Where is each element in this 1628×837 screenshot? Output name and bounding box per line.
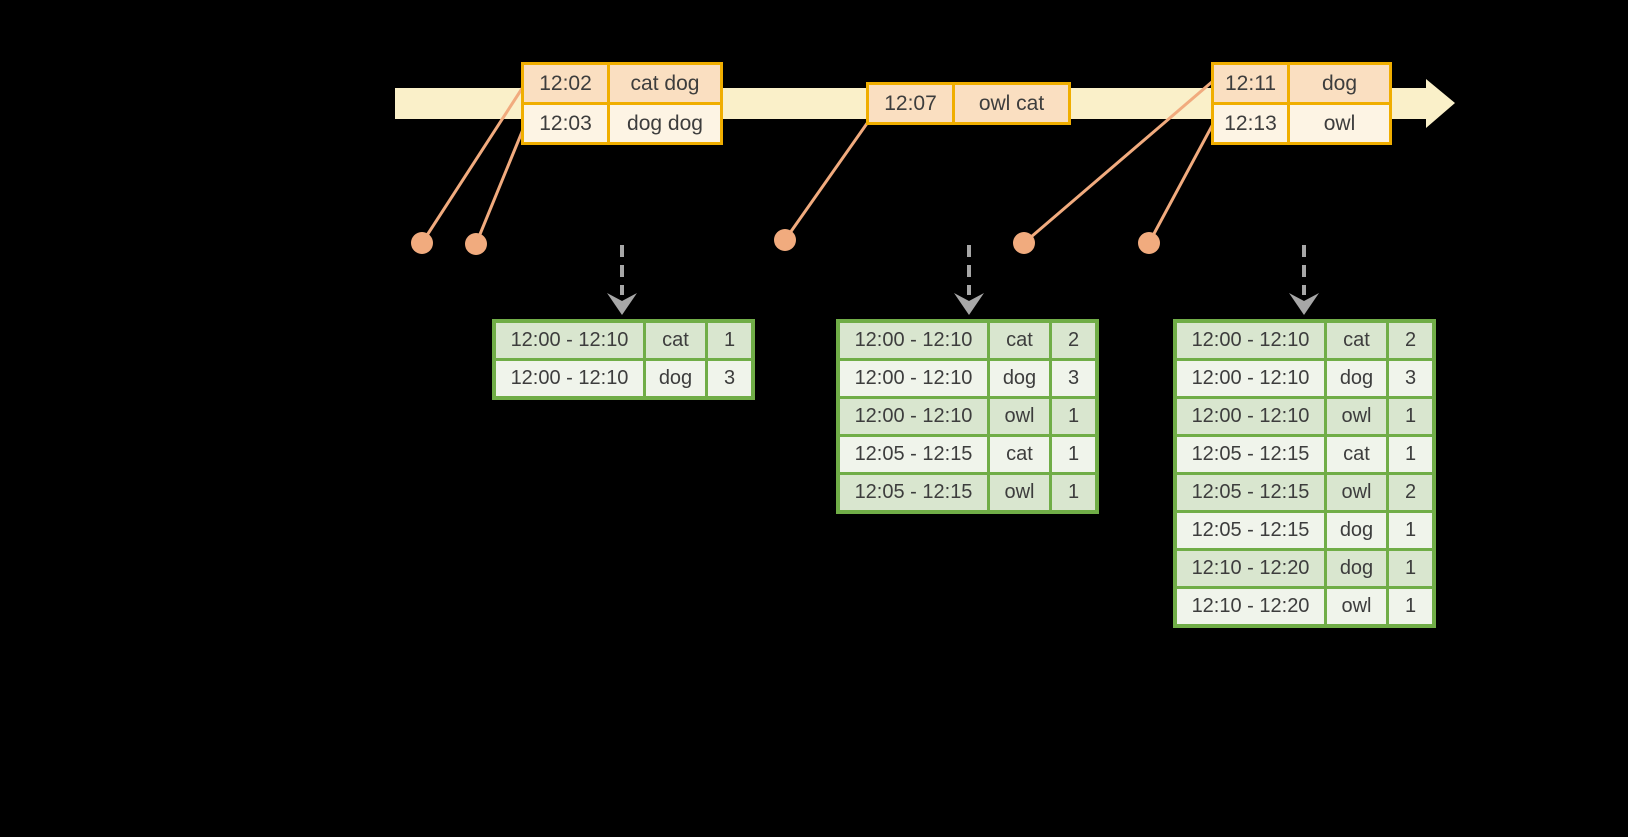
result-count-cell: 2 [1389, 323, 1432, 358]
table-row: 12:07 owl cat [869, 85, 1068, 122]
connector-line [420, 86, 525, 244]
result-word-cell: owl [1327, 589, 1386, 624]
result-word-cell: cat [1327, 437, 1386, 472]
result-word-cell: owl [990, 475, 1049, 510]
table-row: 12:10 - 12:20 owl 1 [1177, 589, 1432, 624]
result-window-cell: 12:00 - 12:10 [496, 323, 643, 358]
result-word-cell: owl [1327, 399, 1386, 434]
result-word-cell: cat [990, 437, 1049, 472]
result-word-cell: cat [646, 323, 705, 358]
result-word-cell: owl [1327, 475, 1386, 510]
event-words-cell: dog dog [610, 105, 720, 142]
result-count-cell: 1 [1052, 437, 1095, 472]
table-row: 12:00 - 12:10 dog 3 [1177, 361, 1432, 396]
result-count-cell: 3 [1389, 361, 1432, 396]
table-row: 12:00 - 12:10 dog 3 [496, 361, 751, 396]
result-word-cell: cat [990, 323, 1049, 358]
table-row: 12:05 - 12:15 dog 1 [1177, 513, 1432, 548]
trigger-arrowhead-icon [1289, 293, 1319, 315]
result-count-cell: 1 [1389, 513, 1432, 548]
result-count-cell: 1 [1389, 551, 1432, 586]
trigger-arrowhead-icon [954, 293, 984, 315]
table-row: 12:00 - 12:10 owl 1 [1177, 399, 1432, 434]
result-window-cell: 12:00 - 12:10 [1177, 323, 1324, 358]
result-word-cell: cat [1327, 323, 1386, 358]
table-row: 12:13 owl [1214, 105, 1389, 142]
result-table-2: 12:00 - 12:10 cat 2 12:00 - 12:10 dog 3 … [836, 319, 1099, 514]
result-word-cell: dog [1327, 551, 1386, 586]
table-row: 12:00 - 12:10 cat 2 [1177, 323, 1432, 358]
connector-line [1023, 79, 1214, 245]
event-table-1: 12:02 cat dog 12:03 dog dog [521, 62, 723, 145]
result-word-cell: dog [1327, 361, 1386, 396]
event-table-3: 12:11 dog 12:13 owl [1211, 62, 1392, 145]
result-count-cell: 3 [1052, 361, 1095, 396]
result-count-cell: 1 [708, 323, 751, 358]
result-count-cell: 2 [1052, 323, 1095, 358]
event-time-cell: 12:02 [524, 65, 607, 102]
result-word-cell: dog [990, 361, 1049, 396]
event-words-cell: owl cat [955, 85, 1068, 122]
result-count-cell: 1 [1389, 437, 1432, 472]
event-time-cell: 12:11 [1214, 65, 1287, 102]
event-time-cell: 12:13 [1214, 105, 1287, 142]
result-word-cell: owl [990, 399, 1049, 434]
result-window-cell: 12:00 - 12:10 [840, 399, 987, 434]
event-time-cell: 12:03 [524, 105, 607, 142]
result-word-cell: dog [646, 361, 705, 396]
result-window-cell: 12:05 - 12:15 [840, 437, 987, 472]
result-count-cell: 1 [1389, 589, 1432, 624]
table-row: 12:05 - 12:15 owl 1 [840, 475, 1095, 510]
result-window-cell: 12:00 - 12:10 [840, 361, 987, 396]
result-count-cell: 2 [1389, 475, 1432, 510]
result-window-cell: 12:05 - 12:15 [1177, 437, 1324, 472]
table-row: 12:00 - 12:10 cat 2 [840, 323, 1095, 358]
table-row: 12:11 dog [1214, 65, 1389, 102]
table-row: 12:05 - 12:15 owl 2 [1177, 475, 1432, 510]
trigger-arrowhead-icon [607, 293, 637, 315]
table-row: 12:02 cat dog [524, 65, 720, 102]
result-count-cell: 1 [1052, 475, 1095, 510]
result-window-cell: 12:00 - 12:10 [496, 361, 643, 396]
result-count-cell: 1 [1052, 399, 1095, 434]
table-row: 12:00 - 12:10 cat 1 [496, 323, 751, 358]
table-row: 12:05 - 12:15 cat 1 [1177, 437, 1432, 472]
event-table-2: 12:07 owl cat [866, 82, 1071, 125]
result-window-cell: 12:10 - 12:20 [1177, 551, 1324, 586]
result-window-cell: 12:10 - 12:20 [1177, 589, 1324, 624]
event-time-cell: 12:07 [869, 85, 952, 122]
table-row: 12:10 - 12:20 dog 1 [1177, 551, 1432, 586]
table-row: 12:00 - 12:10 owl 1 [840, 399, 1095, 434]
event-dot [1013, 232, 1035, 254]
result-table-3: 12:00 - 12:10 cat 2 12:00 - 12:10 dog 3 … [1173, 319, 1436, 628]
result-count-cell: 1 [1389, 399, 1432, 434]
event-dot [411, 232, 433, 254]
event-words-cell: cat dog [610, 65, 720, 102]
connector-line [1147, 123, 1215, 244]
result-count-cell: 3 [708, 361, 751, 396]
event-words-cell: dog [1290, 65, 1389, 102]
connector-line [783, 121, 870, 241]
result-window-cell: 12:00 - 12:10 [840, 323, 987, 358]
result-table-1: 12:00 - 12:10 cat 1 12:00 - 12:10 dog 3 [492, 319, 755, 400]
connector-line [474, 126, 526, 245]
result-window-cell: 12:00 - 12:10 [1177, 361, 1324, 396]
result-window-cell: 12:05 - 12:15 [1177, 513, 1324, 548]
event-words-cell: owl [1290, 105, 1389, 142]
event-dot [465, 233, 487, 255]
result-window-cell: 12:05 - 12:15 [840, 475, 987, 510]
result-window-cell: 12:00 - 12:10 [1177, 399, 1324, 434]
result-window-cell: 12:05 - 12:15 [1177, 475, 1324, 510]
table-row: 12:03 dog dog [524, 105, 720, 142]
table-row: 12:00 - 12:10 dog 3 [840, 361, 1095, 396]
table-row: 12:05 - 12:15 cat 1 [840, 437, 1095, 472]
result-word-cell: dog [1327, 513, 1386, 548]
event-dot [1138, 232, 1160, 254]
event-dot [774, 229, 796, 251]
